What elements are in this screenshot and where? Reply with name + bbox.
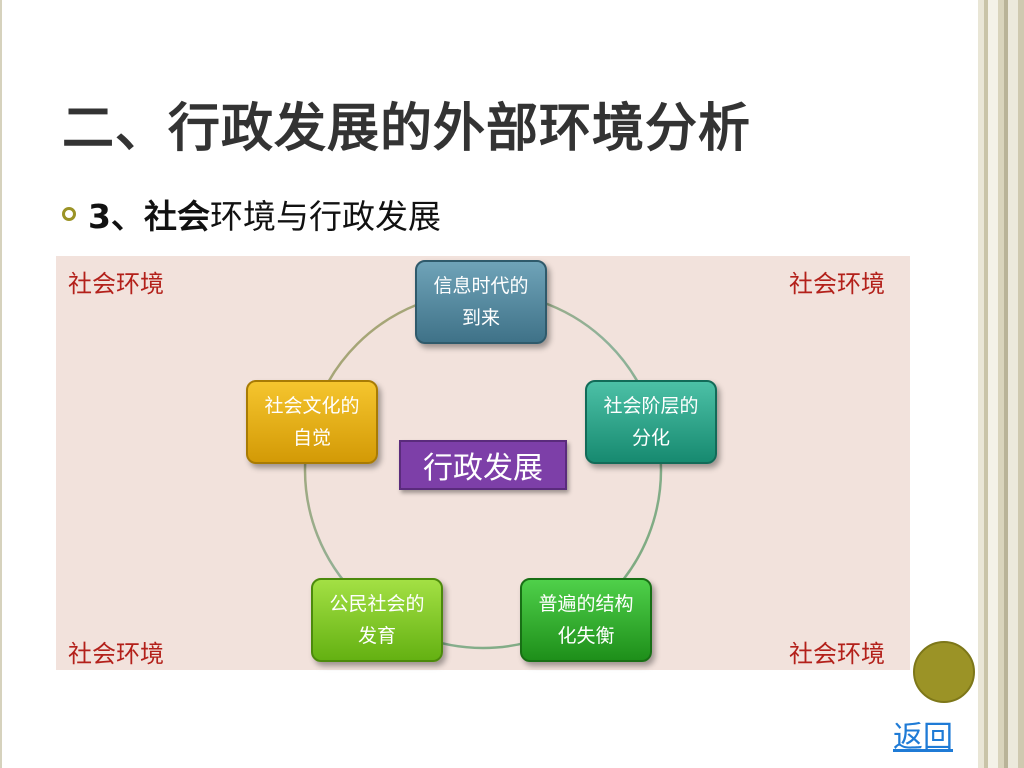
node-cultural-awareness: 社会文化的自觉 <box>246 380 378 464</box>
node-civil-society: 公民社会的发育 <box>311 578 443 662</box>
center-box-admin-development: 行政发展 <box>399 440 567 490</box>
bullet-text: 环境与行政发展 <box>209 197 441 236</box>
corner-label-top-right: 社会环境 <box>789 270 885 298</box>
corner-label-bottom-right: 社会环境 <box>789 640 885 668</box>
bullet-ring-icon <box>62 207 76 221</box>
decorative-circle <box>913 641 975 703</box>
bullet-point: 3、社会环境与行政发展 <box>62 190 441 238</box>
corner-label-top-left: 社会环境 <box>68 270 164 298</box>
node-info-age: 信息时代的到来 <box>415 260 547 344</box>
slide-title: 二、行政发展的外部环境分析 <box>62 99 752 159</box>
left-border-line <box>0 0 2 768</box>
node-structure-imbalance: 普遍的结构化失衡 <box>520 578 652 662</box>
back-link[interactable]: 返回 <box>893 720 953 755</box>
bullet-number: 3、社会 <box>88 197 210 236</box>
node-class-division: 社会阶层的分化 <box>585 380 717 464</box>
right-decorative-border <box>978 0 1024 768</box>
corner-label-bottom-left: 社会环境 <box>68 640 164 668</box>
